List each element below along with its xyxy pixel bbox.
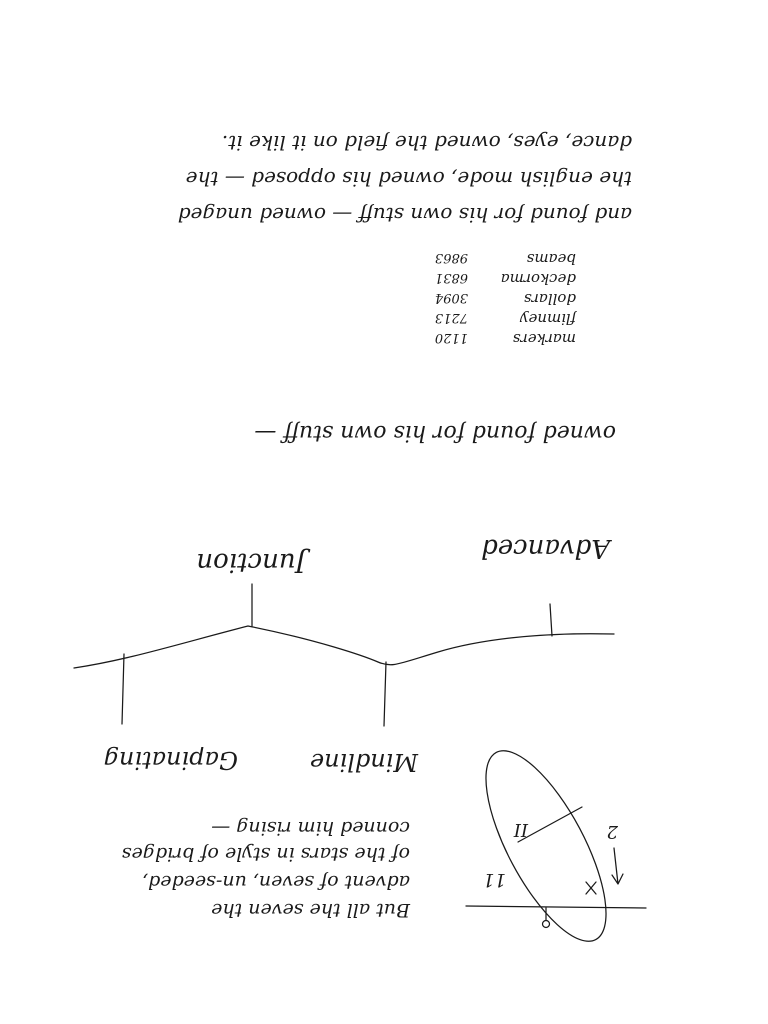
table-row-5-value: 9863 <box>435 250 468 265</box>
table-row-4-name: deckorma <box>501 270 576 288</box>
paragraph-bottom-line-4: conned him rising — <box>211 817 410 839</box>
table-row-3-name: dollars <box>524 290 576 308</box>
ellipse-body <box>485 750 607 942</box>
table-row-4-value: 6831 <box>435 270 468 285</box>
ellipse-diagram: II 2 11 <box>465 750 647 942</box>
table-row-2-value: 7213 <box>435 310 468 325</box>
table-row-3-value: 3094 <box>435 290 468 305</box>
ellipse-axis <box>517 806 583 843</box>
ground-line <box>465 905 647 909</box>
paragraph-top: and found for his own stuff — owned unag… <box>178 131 632 227</box>
ellipse-label-right: 2 <box>607 821 619 842</box>
label-mindline: Mindline <box>310 748 419 776</box>
table-row-1-value: 1120 <box>435 330 468 345</box>
table-notes: markers 1120 flimney 7213 dollars 3094 d… <box>435 250 577 348</box>
label-gapinating: Gapinating <box>104 746 238 774</box>
table-row-2-name: flimney <box>519 310 577 328</box>
pivot-point <box>541 919 551 929</box>
arrow-left <box>611 847 624 885</box>
arrow-mindline <box>383 661 387 727</box>
arrow-gapinating <box>121 653 125 725</box>
table-row-1-name: markers <box>513 330 576 348</box>
label-junction: Junction <box>196 547 311 577</box>
arrow-advanced <box>549 603 553 637</box>
paragraph-bottom-line-2: advent of seven, un-seeded, <box>142 871 410 893</box>
paragraph-bottom-line-1: But all the seven the <box>211 899 411 921</box>
paragraph-bottom-line-3: of the stars in style of bridges <box>122 843 410 865</box>
label-advanced: Advanced <box>481 533 612 563</box>
cross-mark <box>585 881 597 895</box>
paragraph-bottom: But all the seven the advent of seven, u… <box>122 817 411 921</box>
paragraph-top-line-1: and found for his own stuff — owned unag… <box>178 203 632 227</box>
ellipse-label-inner: II <box>513 819 529 840</box>
paragraph-top-line-2: the english mode, owned his opposed — th… <box>186 167 632 191</box>
ellipse-label-left: 11 <box>483 869 506 890</box>
wave-curve <box>73 625 615 669</box>
middle-line: owned found for his own stuff — <box>254 420 616 445</box>
table-row-5-name: beams <box>526 250 576 268</box>
paragraph-top-line-3: dance, eyes, owned the field on it like … <box>222 131 632 155</box>
